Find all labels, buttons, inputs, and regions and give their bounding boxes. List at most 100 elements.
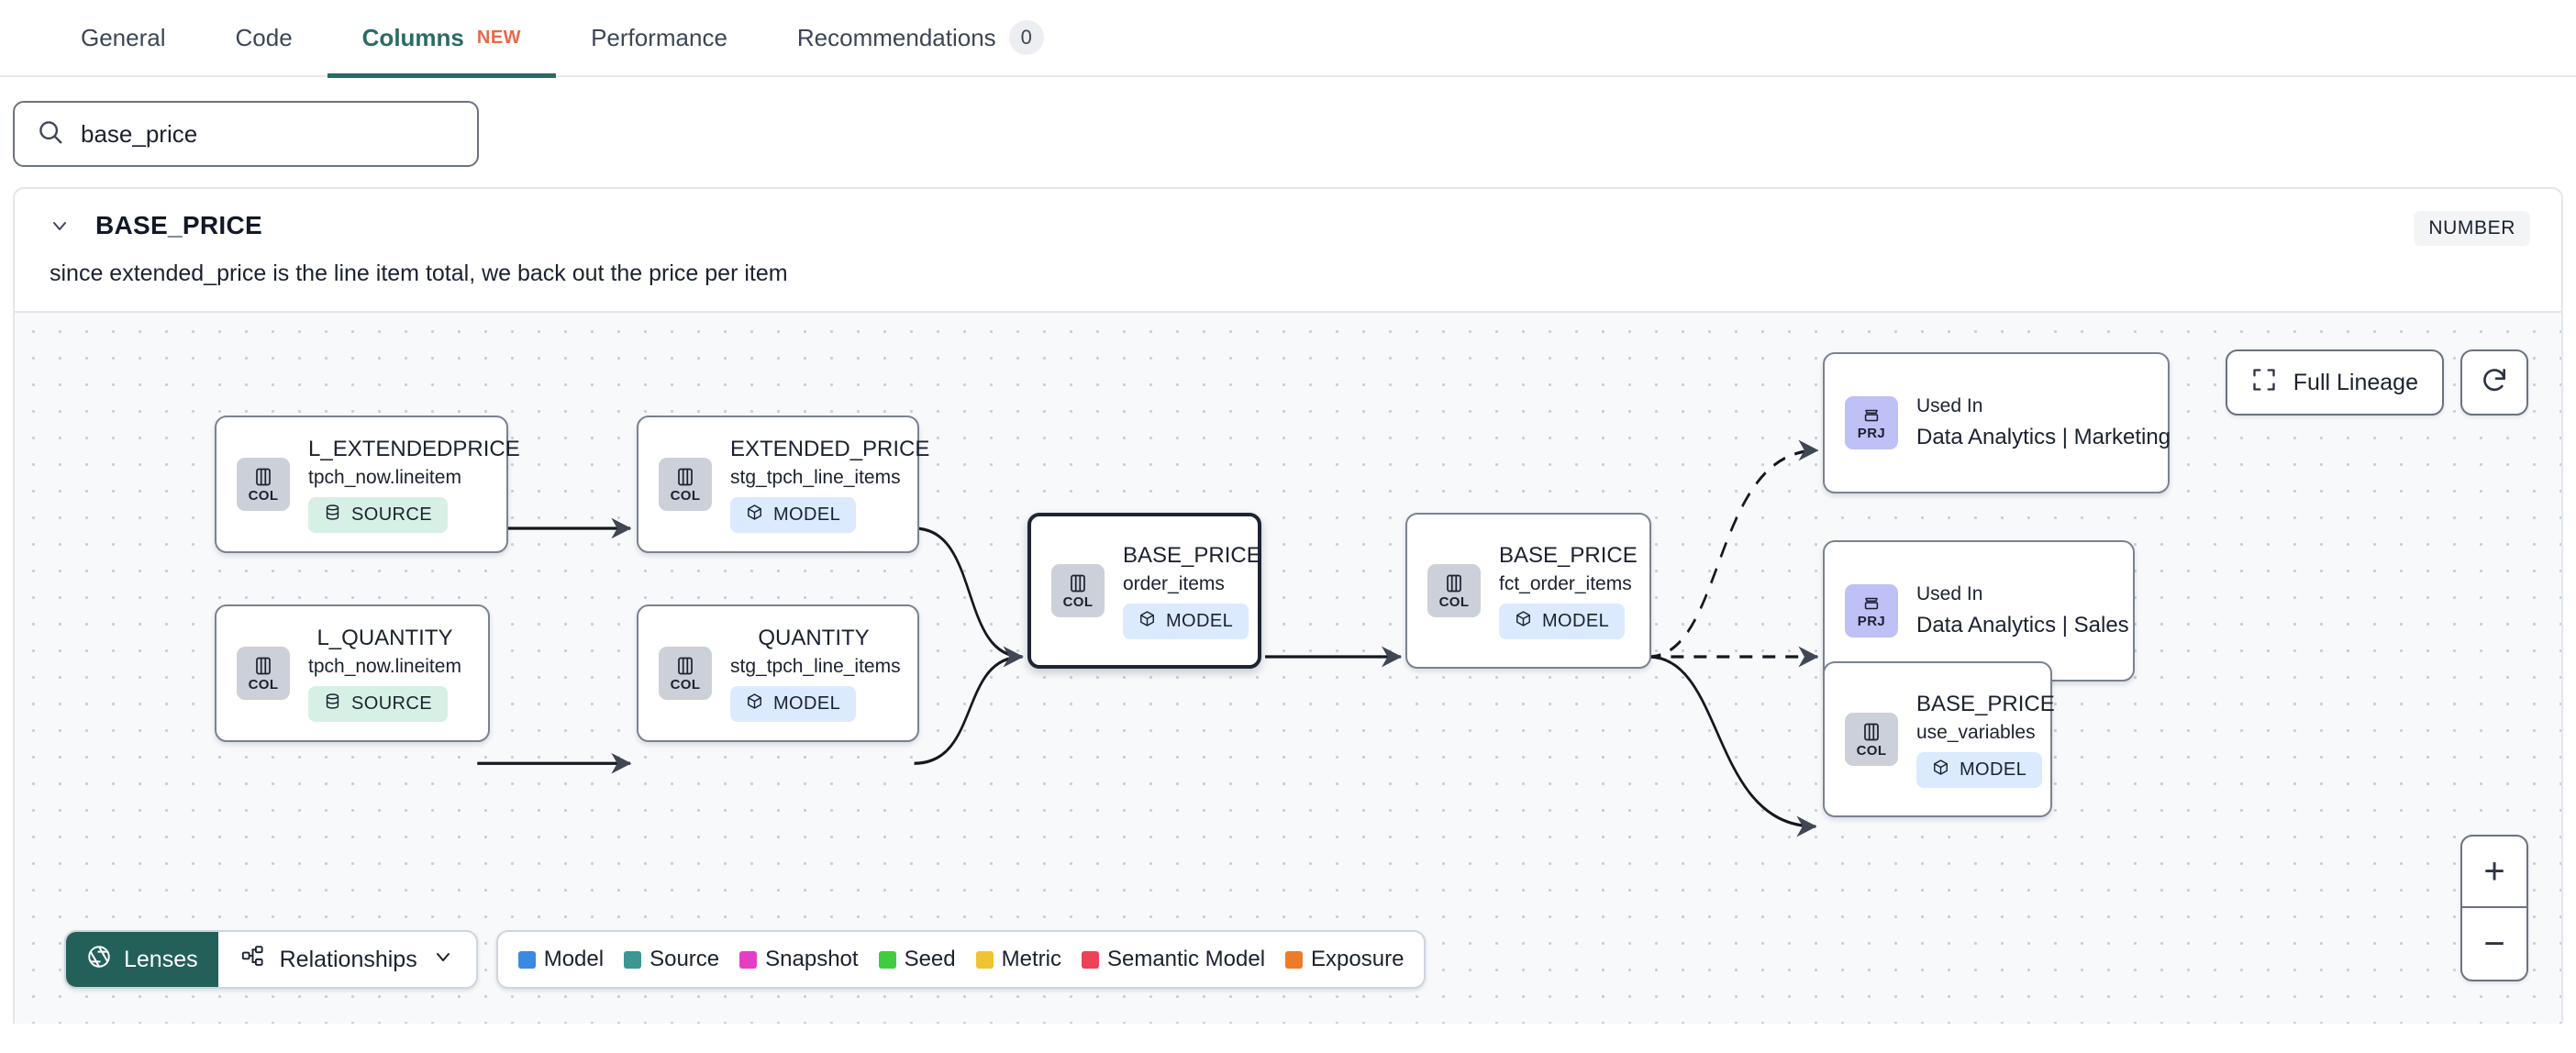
tag-label: COL (1856, 743, 1887, 759)
column-type-badge: NUMBER (2414, 211, 2530, 246)
lenses-button[interactable]: Lenses (66, 932, 218, 987)
col-type-icon: COL (659, 647, 712, 700)
lineage-node-base-price-fct-order-items[interactable]: COL BASE_PRICE fct_order_items MODEL (1405, 513, 1651, 669)
tab-label: Performance (591, 23, 727, 51)
lineage-node-quantity[interactable]: COL QUANTITY stg_tpch_line_items MODEL (637, 604, 919, 742)
legend-item: Semantic Model (1081, 947, 1266, 972)
tab-label: General (81, 23, 166, 51)
lineage-node-l-extendedprice[interactable]: COL L_EXTENDEDPRICE tpch_now.lineitem SO… (215, 416, 520, 553)
node-title: BASE_PRICE (1916, 691, 2055, 716)
zoom-out-button[interactable]: − (2483, 923, 2505, 964)
legend-label: Snapshot (765, 947, 859, 971)
tab-code[interactable]: Code (201, 0, 328, 76)
node-kind-label: SOURCE (351, 504, 432, 525)
zoom-in-button[interactable]: + (2462, 837, 2526, 908)
expand-icon (2251, 367, 2277, 399)
relationships-icon (240, 944, 265, 975)
node-kind-label: MODEL (1960, 759, 2027, 780)
tab-performance[interactable]: Performance (556, 0, 762, 76)
tab-columns[interactable]: Columns NEW (327, 0, 557, 78)
legend-label: Source (650, 947, 720, 971)
column-description: since extended_price is the line item to… (50, 260, 788, 286)
node-subtitle: Data Analytics | Marketing (1916, 425, 2171, 449)
node-kind-badge: SOURCE (308, 685, 448, 722)
tag-label: PRJ (1857, 426, 1886, 441)
tag-label: COL (1438, 594, 1470, 610)
node-kind-badge: MODEL (1499, 603, 1626, 639)
node-subtitle: fct_order_items (1499, 572, 1632, 594)
tag-label: COL (1062, 594, 1094, 610)
lineage-controls: Full Lineage (2225, 349, 2528, 416)
col-type-icon: COL (659, 458, 712, 511)
node-kind-label: MODEL (773, 693, 841, 714)
lineage-node-extended-price[interactable]: COL EXTENDED_PRICE stg_tpch_line_items M… (637, 416, 930, 553)
tag-label: COL (248, 677, 279, 693)
graph-toolbar: Lenses Relationships (64, 930, 1427, 989)
project-icon: PRJ (1845, 584, 1898, 637)
lineage-node-project-sales[interactable]: PRJ Used In Data Analytics | Sales (1823, 540, 2135, 682)
full-lineage-label: Full Lineage (2293, 369, 2418, 395)
chevron-down-icon[interactable] (46, 212, 73, 239)
aperture-icon (86, 944, 112, 976)
legend-swatch-model (517, 950, 536, 969)
node-subtitle: tpch_now.lineitem (308, 655, 461, 677)
legend-swatch-snapshot (739, 950, 758, 969)
node-title: EXTENDED_PRICE (730, 436, 930, 461)
lenses-label: Lenses (124, 946, 198, 972)
legend-label: Metric (1001, 947, 1061, 971)
legend-item: Model (517, 947, 605, 972)
node-kind-label: MODEL (1166, 610, 1234, 631)
legend-label: Semantic Model (1106, 947, 1266, 971)
tab-recommendations[interactable]: Recommendations 0 (762, 0, 1079, 76)
node-title: BASE_PRICE (1499, 542, 1638, 568)
search-box[interactable] (13, 101, 479, 167)
tab-label: Code (235, 23, 293, 51)
legend-label: Model (543, 947, 605, 971)
legend-item: Source (624, 947, 719, 972)
project-icon: PRJ (1845, 396, 1898, 449)
lineage-canvas[interactable]: COL L_EXTENDEDPRICE tpch_now.lineitem SO… (15, 311, 2561, 1024)
refresh-button[interactable] (2460, 349, 2528, 416)
node-kind-badge: MODEL (730, 496, 857, 533)
zoom-controls: + − (2460, 835, 2528, 981)
col-type-icon: COL (1427, 564, 1481, 617)
legend-item: Snapshot (739, 947, 859, 972)
lineage-node-base-price-use-variables[interactable]: COL BASE_PRICE use_variables MODEL (1823, 661, 2055, 817)
node-title: L_QUANTITY (316, 625, 453, 650)
search-input[interactable] (81, 119, 455, 149)
tab-general[interactable]: General (46, 0, 201, 76)
relationships-dropdown[interactable]: Relationships (217, 932, 476, 987)
legend-swatch-source (624, 950, 642, 969)
cube-icon (1515, 610, 1532, 633)
node-title: Used In (1916, 583, 1983, 604)
refresh-icon (2480, 365, 2509, 401)
legend: Model Source Snapshot Seed Metric (495, 930, 1427, 989)
col-type-icon: COL (1051, 564, 1105, 617)
node-subtitle: use_variables (1916, 721, 2036, 743)
search-icon (37, 118, 64, 150)
search-area (0, 77, 2576, 187)
lineage-node-l-quantity[interactable]: COL L_QUANTITY tpch_now.lineitem SOURCE (215, 604, 490, 742)
full-lineage-button[interactable]: Full Lineage (2225, 349, 2444, 416)
col-type-icon: COL (237, 458, 290, 511)
node-kind-label: SOURCE (351, 693, 432, 714)
recommendations-count: 0 (1008, 20, 1044, 55)
page-title: BASE_PRICE (95, 211, 262, 239)
chevron-down-icon (432, 946, 454, 974)
database-icon (324, 504, 341, 526)
node-title: Used In (1916, 395, 1983, 416)
tab-label: Columns (361, 23, 464, 51)
lineage-node-project-marketing[interactable]: PRJ Used In Data Analytics | Marketing (1823, 352, 2171, 493)
legend-label: Exposure (1311, 947, 1405, 971)
node-subtitle: order_items (1123, 572, 1225, 594)
legend-label: Seed (904, 947, 956, 971)
lineage-node-base-price-order-items[interactable]: COL BASE_PRICE order_items MODEL (1027, 513, 1261, 669)
node-kind-badge: MODEL (730, 685, 857, 722)
node-title: L_EXTENDEDPRICE (308, 436, 520, 461)
cube-icon (1932, 759, 1949, 781)
legend-item: Seed (878, 947, 956, 972)
cube-icon (746, 693, 763, 715)
node-title: BASE_PRICE (1123, 542, 1261, 568)
column-header: BASE_PRICE NUMBER (15, 189, 2561, 246)
col-type-icon: COL (1845, 713, 1898, 766)
